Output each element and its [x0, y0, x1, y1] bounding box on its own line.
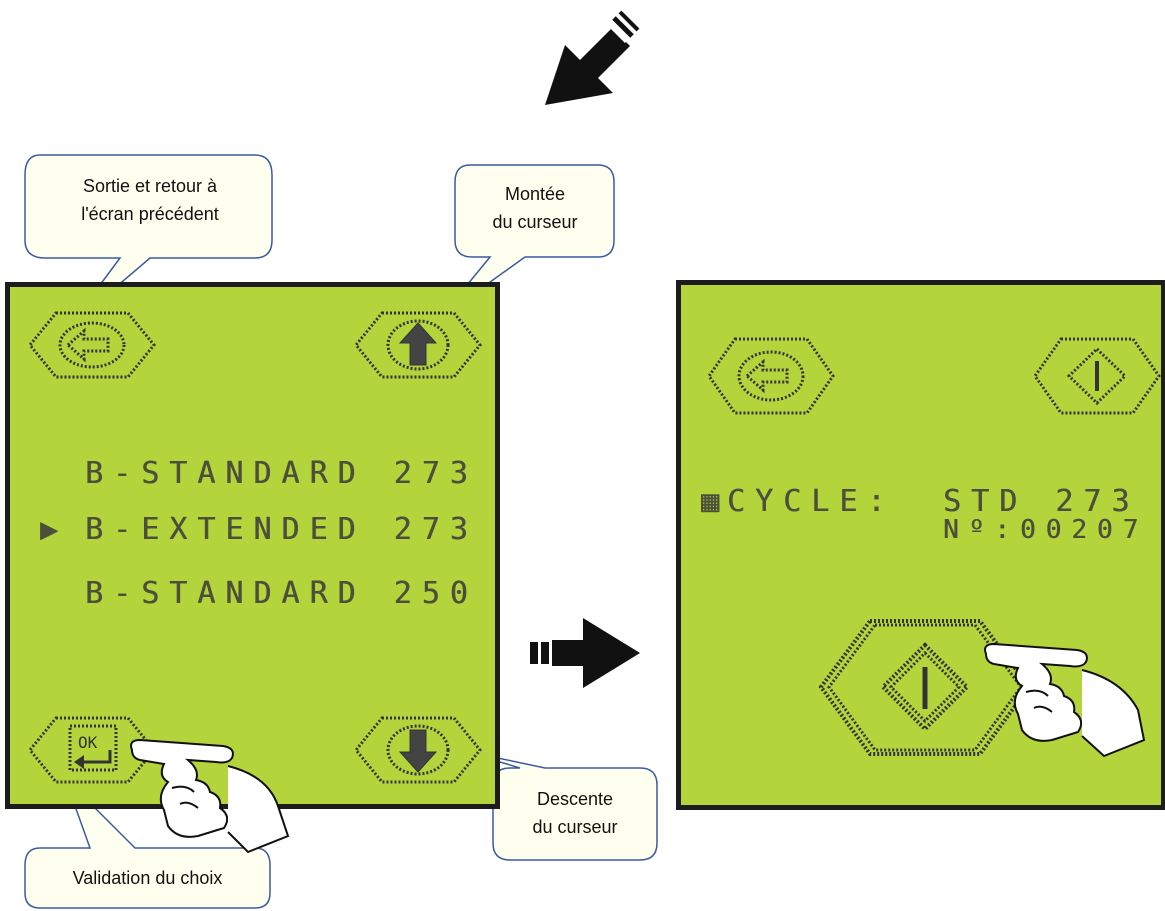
selection-marker: ▶ [40, 512, 59, 547]
large-start-button[interactable] [815, 615, 1035, 760]
cycle-number: Nº:00207 [943, 515, 1149, 545]
callout-exit-line2: l'écran précédent [81, 204, 219, 224]
right-lcd-screen: ▦ CYCLE: STD 273 Nº:00207 [676, 280, 1165, 810]
menu-item-1[interactable]: B-STANDARD 273 [85, 456, 478, 491]
callout-down-line1: Descente [536, 789, 614, 809]
back-icon [737, 350, 805, 402]
cycle-label: CYCLE: [727, 484, 896, 519]
diagonal-arrow-icon [545, 10, 640, 105]
ok-button[interactable]: OK [26, 714, 158, 786]
cycle-marker: ▦ [701, 484, 720, 519]
down-arrow-icon [386, 724, 450, 776]
cycle-value: STD 273 [943, 484, 1140, 519]
back-button[interactable] [26, 309, 158, 381]
ok-enter-icon: OK [68, 724, 118, 772]
up-button[interactable] [352, 309, 484, 381]
callout-exit-line1: Sortie et retour à [82, 176, 218, 196]
back-icon [58, 321, 126, 369]
menu-item-3[interactable]: B-STANDARD 250 [85, 576, 478, 611]
down-button[interactable] [352, 714, 484, 786]
back-button[interactable] [705, 335, 837, 417]
large-start-icon [880, 642, 970, 732]
right-arrow-icon [530, 618, 640, 688]
menu-item-2[interactable]: B-EXTENDED 273 [85, 512, 478, 547]
callout-down-line2: du curseur [532, 817, 618, 837]
start-icon [1066, 346, 1128, 406]
start-button[interactable] [1031, 335, 1163, 417]
callout-up-line2: du curseur [492, 212, 578, 232]
callout-validate-text: Validation du choix [72, 868, 223, 888]
callout-up-line1: Montée [504, 184, 566, 204]
ok-icon-label: OK [78, 733, 98, 752]
left-lcd-screen: B-STANDARD 273 ▶ B-EXTENDED 273 B-STANDA… [5, 282, 500, 809]
up-arrow-icon [386, 319, 450, 371]
